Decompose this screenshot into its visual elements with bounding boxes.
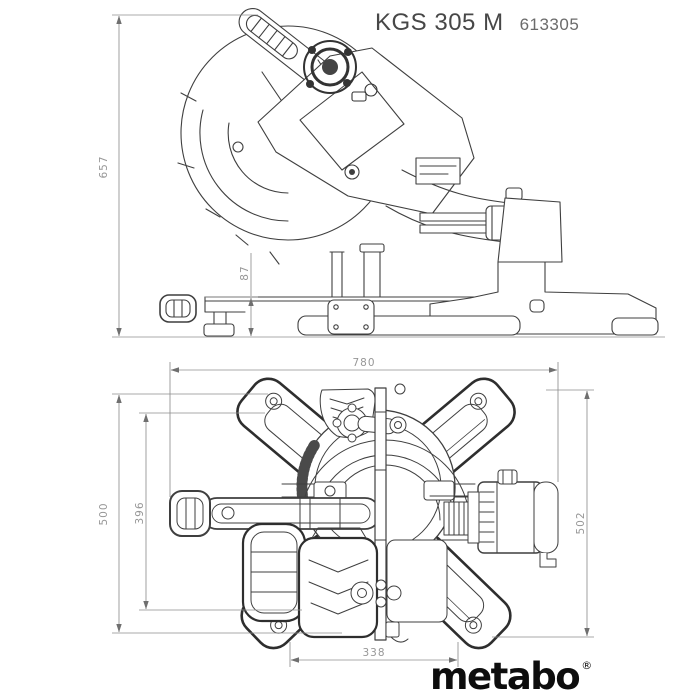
gear-head-detail	[303, 40, 378, 102]
dim-500-label: 500	[98, 502, 110, 525]
base-knob	[529, 299, 545, 313]
pivot-bolt	[344, 164, 360, 180]
rear-bracket	[497, 197, 563, 263]
ext-lines-780	[169, 362, 559, 497]
fence-column	[363, 247, 381, 298]
dimension-annotations: 657 87 780 500 396 502 33	[98, 14, 665, 667]
metabo-logo: metabo®	[430, 655, 593, 698]
motor-knob	[497, 469, 518, 485]
saw-head-top	[241, 522, 448, 639]
pivot-bolt-center	[349, 169, 355, 175]
title-block: KGS 305 M 613305	[375, 9, 579, 37]
motor-panel	[299, 71, 405, 171]
article-number: 613305	[519, 15, 580, 34]
carriage-block	[327, 299, 375, 335]
dim-338-label: 338	[362, 647, 385, 659]
top-pull-handle	[169, 490, 211, 537]
front-foot	[203, 323, 235, 337]
ext-lines-500	[112, 393, 342, 634]
ext-lines-396	[139, 412, 302, 611]
side-view-drawing	[159, 8, 659, 337]
logo-wordmark: metabo	[430, 655, 581, 698]
label-plate	[415, 157, 461, 185]
blade-guard-inner-arc	[199, 109, 289, 222]
registered-trademark: ®	[581, 659, 593, 672]
guard-bolt	[232, 141, 244, 153]
blade-guard-vents	[177, 92, 280, 265]
ext-lines-338	[289, 642, 459, 667]
fence	[281, 480, 476, 501]
slide-pull-handle	[159, 294, 197, 323]
top-view-drawing	[169, 377, 559, 650]
product-model: KGS 305 M	[375, 9, 504, 36]
dim-502-label: 502	[575, 511, 587, 534]
dim-87-label: 87	[239, 265, 251, 280]
dim-396-label: 396	[134, 501, 146, 524]
ext-lines-502	[492, 389, 594, 638]
dim-780-label: 780	[352, 357, 375, 369]
dust-chute-and-clamp	[319, 388, 407, 443]
dim-657-label: 657	[98, 155, 110, 178]
carriage-rails	[429, 495, 479, 541]
label-plate-lines	[419, 165, 457, 175]
cord-hook	[539, 552, 557, 568]
rear-foot	[611, 317, 659, 336]
blade-arc	[227, 122, 289, 194]
motor-top	[467, 469, 559, 568]
handle-grip	[238, 8, 334, 89]
table-and-base	[159, 243, 659, 337]
hold-down-clamp	[329, 251, 345, 298]
